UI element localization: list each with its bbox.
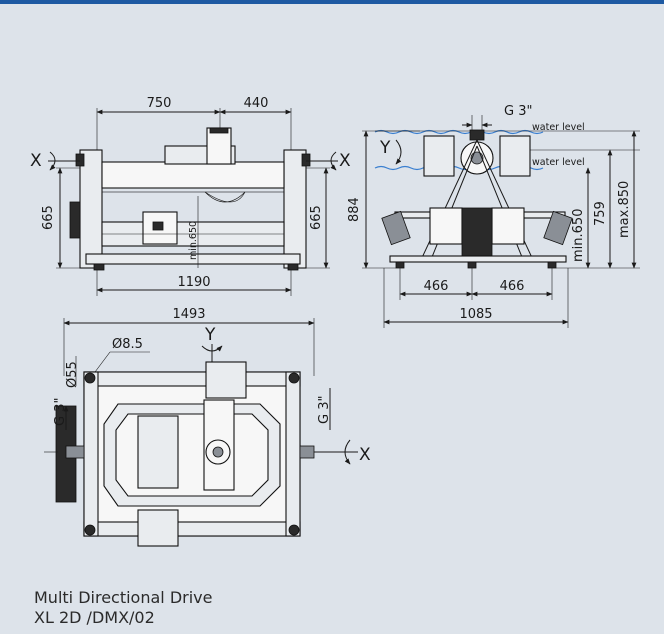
side-dim-min650: min.650 [571, 209, 586, 262]
side-dim-466-left: 466 [424, 279, 449, 294]
side-dim-466-right: 466 [500, 279, 525, 294]
top-dim-g3-left: G 3" [53, 398, 68, 426]
caption-model: XL 2D /DMX/02 [34, 608, 155, 627]
front-dim-750: 750 [147, 96, 172, 111]
front-axis-x-right: X [339, 151, 351, 171]
side-axis-y: Y [379, 138, 391, 158]
front-axis-x-left: X [30, 151, 42, 171]
side-water-level-1: water level [532, 122, 585, 133]
side-dim-1085: 1085 [459, 307, 492, 322]
top-dim-g3-right: G 3" [317, 396, 332, 424]
top-view: 1493 Y Ø8.5 Ø55 [44, 307, 371, 547]
top-dim-1493: 1493 [172, 307, 205, 322]
front-dim-1190: 1190 [177, 275, 210, 290]
front-dim-665-right: 665 [309, 205, 324, 230]
top-axis-x: X [359, 445, 371, 465]
front-dim-440: 440 [244, 96, 269, 111]
front-dim-665-left: 665 [41, 205, 56, 230]
front-dim-min650: min.650 [188, 221, 199, 260]
caption-title: Multi Directional Drive [34, 588, 213, 607]
side-dim-884: 884 [347, 197, 362, 222]
top-dim-pipe-od: Ø55 [65, 361, 80, 388]
side-water-level-2: water level [532, 157, 585, 168]
accent-top-bar [0, 0, 664, 4]
front-view: 750 440 X X [30, 96, 351, 296]
top-dim-hole: Ø8.5 [112, 337, 143, 352]
side-dim-759: 759 [593, 201, 608, 226]
side-view: G 3" water level water level Y [347, 104, 640, 328]
side-dim-g3: G 3" [504, 104, 532, 119]
side-dim-max850: max.850 [617, 181, 632, 238]
top-axis-y: Y [204, 325, 216, 345]
